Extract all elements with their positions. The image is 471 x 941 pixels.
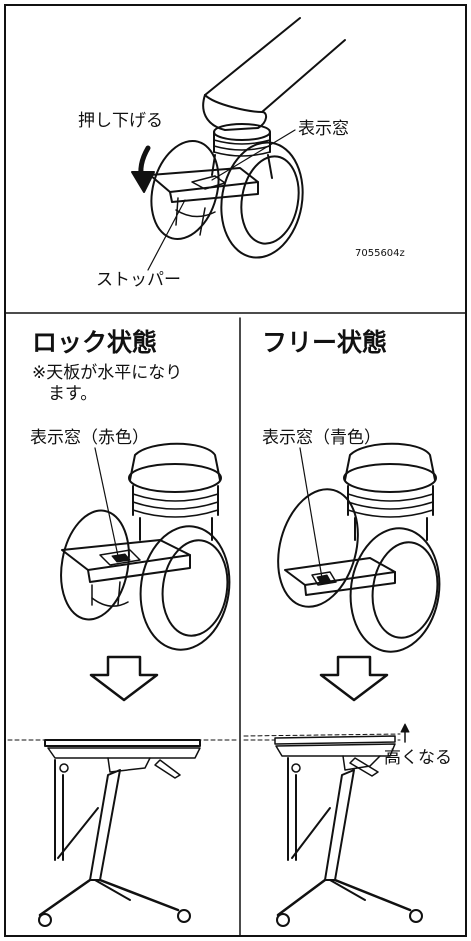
lock-caster-illustration: [60, 442, 231, 651]
raise-label: 高くなる: [384, 748, 452, 768]
free-caster-illustration: [277, 442, 441, 653]
lock-state-note-line1: ※天板が水平になり: [32, 363, 183, 383]
free-table-illustration: [243, 723, 423, 927]
free-indicator-label: 表示窓（青色）: [262, 428, 381, 448]
push-down-label: 押し下げる: [78, 111, 163, 131]
indicator-window-label: 表示窓: [298, 119, 349, 139]
lock-down-arrow: [89, 655, 159, 702]
lock-table-illustration: [7, 739, 237, 927]
lock-indicator-label: 表示窓（赤色）: [30, 428, 149, 448]
figure-frame: [4, 4, 467, 937]
free-down-arrow: [319, 655, 389, 702]
top-caster-illustration: [131, 17, 346, 271]
lock-state-note-line2: ます。: [48, 384, 98, 404]
part-code: 7055604z: [355, 248, 405, 259]
stopper-label: ストッパー: [96, 270, 181, 290]
free-state-title: フリー状態: [262, 328, 388, 357]
lock-state-title: ロック状態: [32, 328, 158, 357]
